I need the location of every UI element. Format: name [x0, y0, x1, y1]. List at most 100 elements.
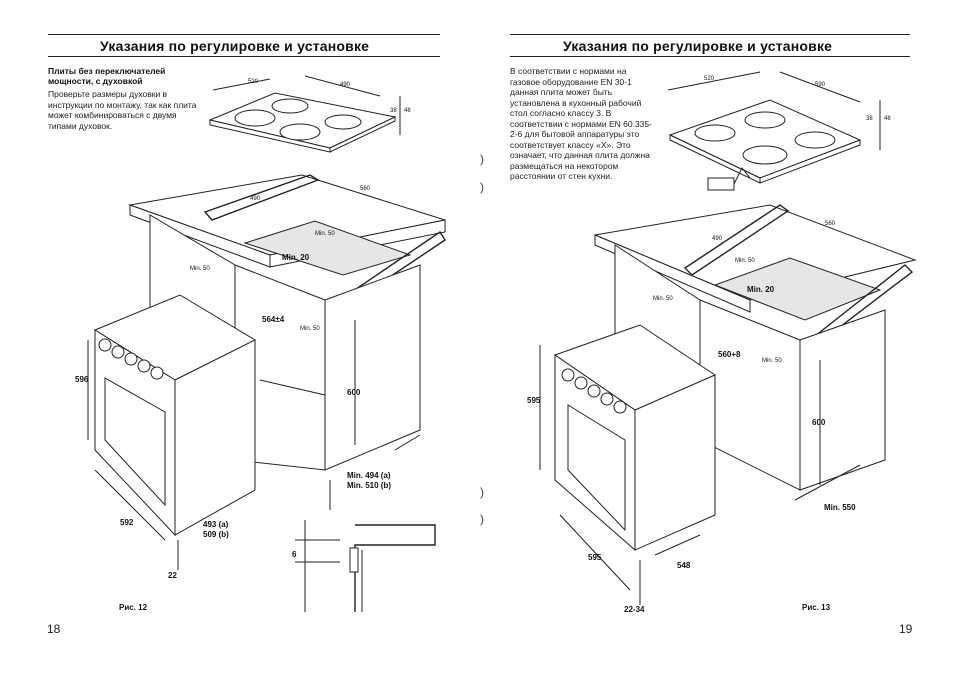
- cutout-depth-label: 490: [250, 196, 261, 202]
- min20-label: Min. 20: [747, 285, 775, 294]
- hob-height-2-label: 46: [884, 116, 891, 122]
- oven-knob-2: [574, 376, 588, 390]
- figure-caption: Рис. 12: [119, 603, 148, 612]
- burner-1: [694, 124, 736, 142]
- min50-label-c: Min. 50: [300, 326, 320, 332]
- oven-height-label: 596: [75, 375, 89, 384]
- niche-width-label: 560+8: [718, 350, 741, 359]
- oven-depth-a-label: 493 (a): [203, 520, 229, 529]
- instruction-paragraph: Проверьте размеры духовки в инструкции п…: [48, 89, 197, 131]
- oven-side: [174, 339, 256, 536]
- page-number: 19: [899, 622, 913, 636]
- binding-mark: ): [480, 180, 484, 194]
- min50-label-a: Min. 50: [735, 258, 755, 264]
- cutout-depth-label: 490: [712, 236, 723, 242]
- header-top-rule: [510, 34, 910, 35]
- cabinet-right-side: [799, 309, 886, 491]
- oven-illustration: 596 592 493 (a) 509 (b) 22: [75, 294, 257, 580]
- hob-illustration: 520 590 38 46: [667, 71, 891, 191]
- hob-height-1-label: 38: [866, 116, 873, 122]
- oven-depth-b-label: 509 (b): [203, 530, 229, 539]
- cutout-width-label: 560: [825, 221, 836, 227]
- min50-label-a: Min. 50: [315, 231, 335, 237]
- cutout-opening: [713, 257, 882, 321]
- cutout-width-label: 560: [360, 186, 371, 192]
- dim-line: [654, 534, 701, 556]
- left-page: Указания по регулировке и установке Плит…: [47, 34, 440, 636]
- min510-label: Min. 510 (b): [347, 481, 391, 490]
- oven-knob-3: [124, 352, 138, 366]
- cabinet-right-side: [324, 264, 421, 471]
- niche-height-label: 600: [812, 418, 826, 427]
- burner-4: [324, 114, 362, 130]
- dim-line: [667, 71, 761, 91]
- header-bottom-rule: [510, 56, 910, 57]
- cutout-edge-back: [203, 174, 320, 221]
- niche-width-label: 564±4: [262, 315, 285, 324]
- page-header: Указания по регулировке и установке: [100, 38, 370, 54]
- dim-line: [394, 434, 421, 451]
- dim-line: [779, 71, 861, 103]
- oven-knob-1: [98, 338, 112, 352]
- oven-illustration: 595 595 548 22-34: [527, 324, 717, 614]
- oven-knob-4: [600, 392, 614, 406]
- min50-label-c: Min. 50: [762, 358, 782, 364]
- dim-line: [559, 514, 631, 591]
- burner-4: [794, 131, 836, 149]
- min494-label: Min. 494 (a): [347, 471, 391, 480]
- shelf-line: [259, 379, 326, 396]
- hob-width-label: 520: [248, 79, 259, 85]
- page-header: Указания по регулировке и установке: [563, 38, 833, 54]
- hob-depth-label: 490: [340, 82, 351, 88]
- binding-mark: ): [480, 485, 484, 499]
- oven-width-label: 592: [120, 518, 134, 527]
- binding-mark: ): [480, 512, 484, 526]
- gap-detail-illustration: 6: [292, 520, 436, 612]
- cable: [733, 167, 751, 185]
- hob-side-edge: [329, 116, 396, 153]
- oven-side: [634, 374, 716, 551]
- cabinet-illustration: 490 560 Min. 50 Min. 50 Min. 50 Min. 20 …: [593, 204, 917, 512]
- hob-width-label: 520: [704, 76, 715, 82]
- oven-depth-label: 548: [677, 561, 691, 570]
- burner-2: [271, 98, 309, 114]
- detail-block: [349, 547, 359, 573]
- burner-2: [744, 111, 786, 129]
- oven-knob-3: [587, 384, 601, 398]
- figure-caption: Рис. 13: [802, 603, 831, 612]
- burner-3: [742, 145, 788, 165]
- dim-line: [212, 78, 271, 91]
- hob-height-1-label: 38: [390, 108, 397, 114]
- niche-height-label: 600: [347, 388, 361, 397]
- hob-height-2-label: 46: [404, 108, 411, 114]
- header-bottom-rule: [48, 56, 440, 57]
- oven-width-label: 595: [588, 553, 602, 562]
- front-gap-label: 22-34: [624, 605, 645, 614]
- front-gap-label: 22: [168, 571, 177, 580]
- cutout-opening: [243, 220, 412, 276]
- right-page: Указания по регулировке и установке В со…: [477, 0, 954, 700]
- norms-paragraph: В соответствии с нормами на газовое обор…: [510, 66, 652, 181]
- page-number: 18: [47, 622, 61, 636]
- oven-knob-2: [111, 345, 125, 359]
- oven-height-label: 595: [527, 396, 541, 405]
- oven-door: [104, 377, 166, 507]
- detail-gap-label: 6: [292, 550, 297, 559]
- min20-label: Min. 20: [282, 253, 310, 262]
- min550-label: Min. 550: [824, 503, 856, 512]
- burner-3: [279, 123, 321, 141]
- min50-label-b: Min. 50: [190, 266, 210, 272]
- oven-knob-5: [150, 366, 164, 380]
- dim-line: [794, 464, 861, 501]
- oven-door: [567, 404, 626, 532]
- oven-knob-1: [561, 368, 575, 382]
- oven-knob-5: [613, 400, 627, 414]
- binding-mark: ): [480, 152, 484, 166]
- dim-line: [304, 75, 381, 97]
- dim-line: [94, 469, 166, 541]
- min50-label-b: Min. 50: [653, 296, 673, 302]
- section-subtitle: Плиты без переключателей мощности, с дух…: [48, 66, 166, 86]
- worktop-front: [594, 234, 751, 313]
- burner-1: [234, 109, 276, 127]
